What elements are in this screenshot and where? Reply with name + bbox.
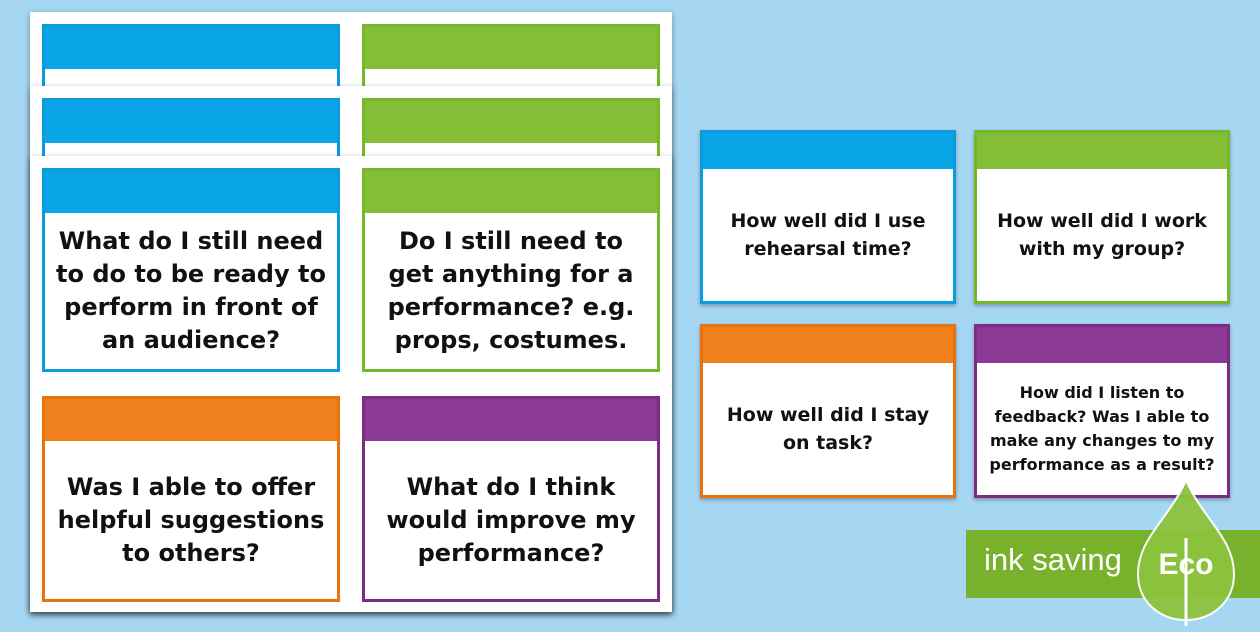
preview-card-blue: How well did I use rehearsal time? — [700, 130, 956, 304]
ink-saving-label: ink saving — [984, 542, 1122, 577]
card-header-band — [977, 327, 1227, 363]
card-header-band — [45, 399, 337, 441]
card-header-band — [703, 133, 953, 169]
card-header-band — [703, 327, 953, 363]
card-question: Was I able to offer helpful suggestions … — [45, 441, 337, 599]
card-question: How well did I work with my group? — [977, 169, 1227, 301]
card-question: What do I think would improve my perform… — [365, 441, 657, 599]
front-sheet: What do I still need to do to be ready t… — [30, 156, 672, 612]
card-header-band — [45, 171, 337, 213]
card-header-band — [365, 399, 657, 441]
preview-card-green: How well did I work with my group? — [974, 130, 1230, 304]
eco-badge-label: Eco — [1158, 548, 1214, 581]
card-question: How did I listen to feedback? Was I able… — [977, 363, 1227, 495]
card-question: What do I still need to do to be ready t… — [45, 213, 337, 369]
card-question: How well did I stay on task? — [703, 363, 953, 495]
sheet-card-orange: Was I able to offer helpful suggestions … — [42, 396, 340, 602]
sheet-card-green: Do I still need to get anything for a pe… — [362, 168, 660, 372]
card-header-band — [365, 171, 657, 213]
preview-card-purple: How did I listen to feedback? Was I able… — [974, 324, 1230, 498]
card-question: How well did I use rehearsal time? — [703, 169, 953, 301]
eco-leaf-icon: Eco — [1130, 477, 1242, 628]
sheet-card-purple: What do I think would improve my perform… — [362, 396, 660, 602]
card-header-band — [977, 133, 1227, 169]
preview-card-orange: How well did I stay on task? — [700, 324, 956, 498]
card-question: Do I still need to get anything for a pe… — [365, 213, 657, 369]
sheet-card-blue: What do I still need to do to be ready t… — [42, 168, 340, 372]
